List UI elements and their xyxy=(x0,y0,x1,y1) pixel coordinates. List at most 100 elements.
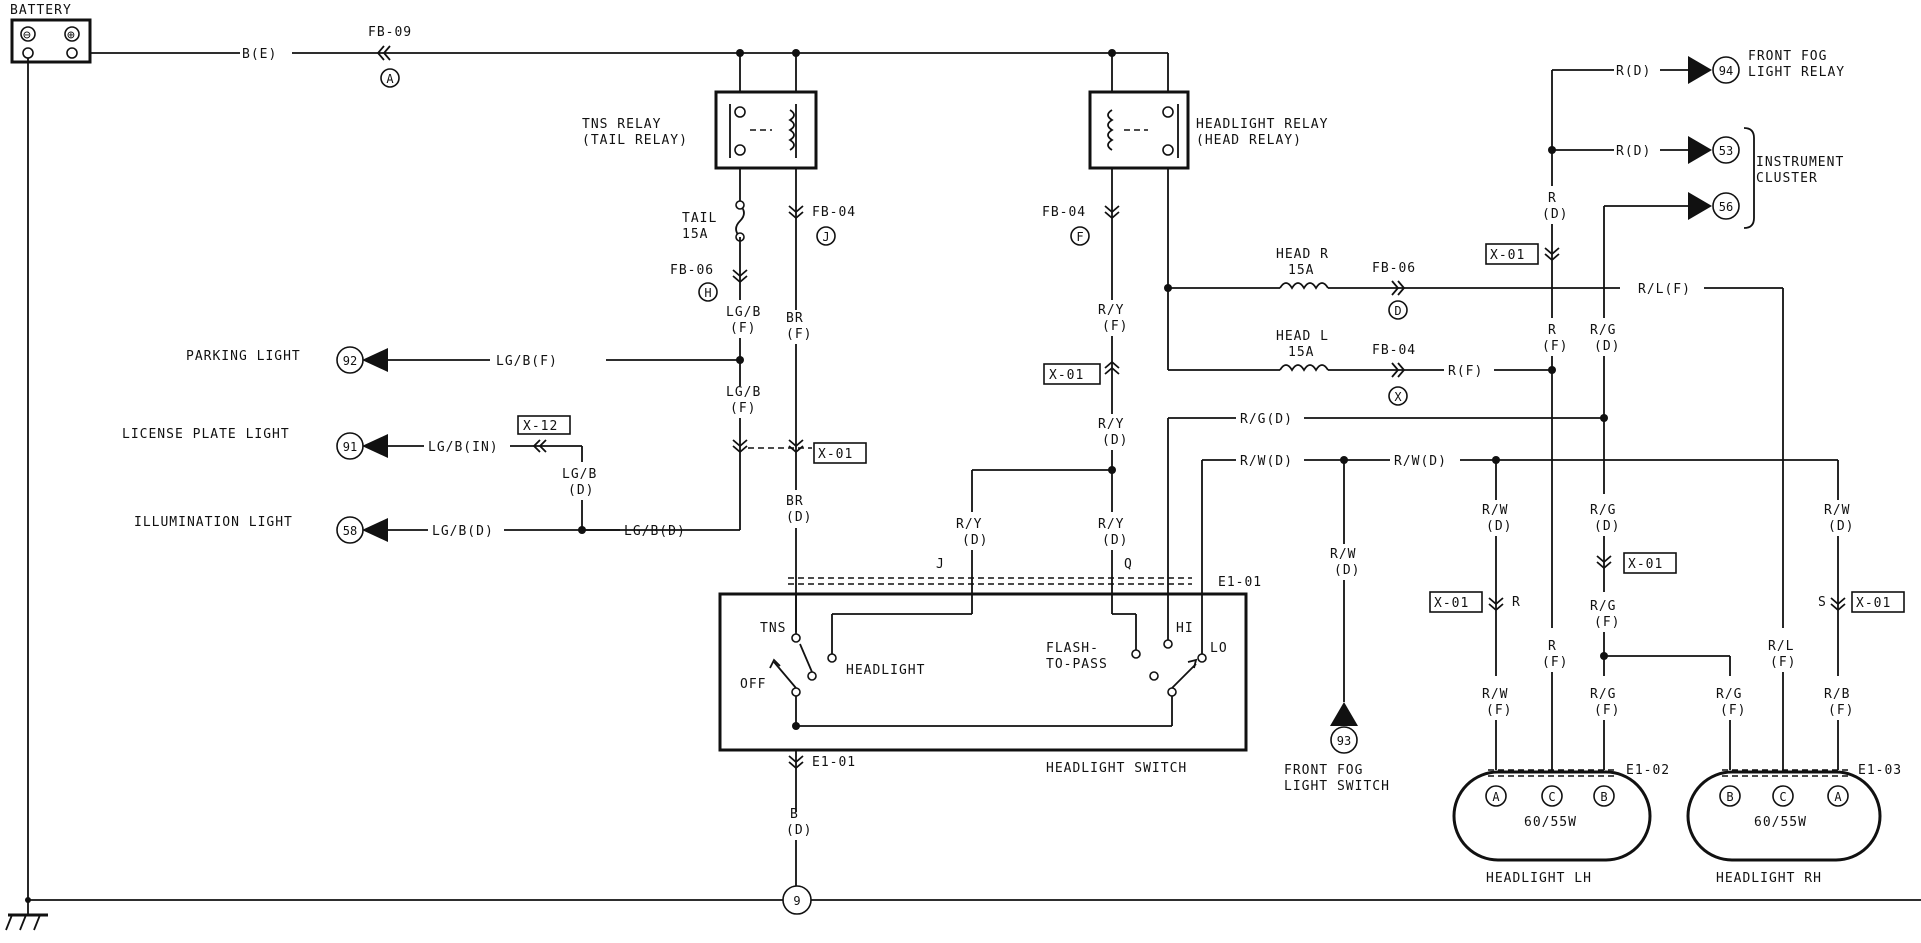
fog-relay-label-1: FRONT FOG xyxy=(1748,49,1827,64)
tail-fuse xyxy=(735,204,745,238)
wire-label-d-1: (D) xyxy=(786,510,812,525)
x01-label-5: X-01 xyxy=(1628,557,1663,572)
wire-label-rw-4: R/W xyxy=(1824,503,1850,518)
rh-pin-a: A xyxy=(1834,790,1842,804)
connector-fb04-j: FB-04 xyxy=(812,205,856,220)
connector-fb09: FB-09 xyxy=(368,25,412,40)
wire-label-rl: R/L xyxy=(1768,639,1794,654)
connector-fb04-x: FB-04 xyxy=(1372,343,1416,358)
wire-label-lgb-d-2: LG/B(D) xyxy=(624,524,686,539)
illumination-light-label: ILLUMINATION LIGHT xyxy=(134,515,293,530)
fog-relay-arrow-icon xyxy=(1688,56,1712,84)
fog-switch-label-1: FRONT FOG xyxy=(1284,763,1363,778)
lh-pin-a: A xyxy=(1492,790,1500,804)
x01-label-1: X-01 xyxy=(818,447,853,462)
conn-a-icon: A xyxy=(386,72,394,86)
parking-light-label: PARKING LIGHT xyxy=(186,349,301,364)
fog-switch-arrow-icon xyxy=(1330,702,1358,726)
wire-label-f-3: (F) xyxy=(786,327,812,342)
wire-label-r-f-1: R(F) xyxy=(1448,364,1483,379)
headlight-relay xyxy=(1088,90,1190,170)
x01-box-6 xyxy=(1851,591,1905,613)
switch-off: OFF xyxy=(740,677,766,692)
fog-switch-number: 93 xyxy=(1337,734,1351,748)
switch-flash-1: FLASH- xyxy=(1046,641,1099,656)
x01-label-4: X-01 xyxy=(1434,596,1469,611)
wire-label-d-4: (D) xyxy=(962,533,988,548)
head-r-label: HEAD R xyxy=(1276,247,1329,262)
wire-label-rl-f: R/L(F) xyxy=(1638,282,1691,297)
connector-e101-bottom: E1-01 xyxy=(812,755,856,770)
wire-label-f-9: (F) xyxy=(1594,703,1620,718)
wire-label-f-12: (F) xyxy=(1828,703,1854,718)
x01-box-4 xyxy=(1429,591,1483,613)
connector-e102: E1-02 xyxy=(1626,763,1670,778)
lh-pin-b: B xyxy=(1600,790,1607,804)
wire-label-d-5: (D) xyxy=(1102,533,1128,548)
wire-label-rg-3: R/G xyxy=(1590,599,1616,614)
headlight-rh xyxy=(1686,770,1882,862)
battery-neg-icon: ⊖ xyxy=(23,28,32,43)
headlight-relay-label: HEADLIGHT RELAY xyxy=(1196,117,1328,132)
wire-label-lgb-f: LG/B(F) xyxy=(496,354,558,369)
headlight-lh-label: HEADLIGHT LH xyxy=(1486,871,1592,886)
wire-label-f-10: (F) xyxy=(1720,703,1746,718)
battery-box xyxy=(10,18,92,64)
headlight-lh xyxy=(1452,770,1652,862)
wire-label-f-7: (F) xyxy=(1486,703,1512,718)
illumination-light-number: 58 xyxy=(343,524,357,538)
lh-pin-c: C xyxy=(1548,790,1555,804)
ground-point-number: 9 xyxy=(793,894,800,908)
x01-label-3: X-01 xyxy=(1490,248,1525,263)
battery-pos-icon: ⊕ xyxy=(67,28,76,43)
cluster-arrow-icon-2 xyxy=(1688,192,1712,220)
wire-label-ry-3: R/Y xyxy=(956,517,982,532)
wire-label-lgb-in: LG/B(IN) xyxy=(428,440,499,455)
cluster-arrow-icon-1 xyxy=(1688,136,1712,164)
battery-label: BATTERY xyxy=(10,3,72,18)
lh-watt: 60/55W xyxy=(1524,815,1577,830)
license-light-number: 91 xyxy=(343,440,357,454)
wire-label-s: S xyxy=(1818,595,1827,610)
tail-fuse-amp: 15A xyxy=(682,227,708,242)
x01-box-3 xyxy=(1485,243,1539,265)
x12-label: X-12 xyxy=(523,419,558,434)
conn-f-icon: F xyxy=(1076,230,1083,244)
wire-label-rw-2: R/W xyxy=(1482,503,1508,518)
head-l-label: HEAD L xyxy=(1276,329,1329,344)
headlight-relay-sublabel: (HEAD RELAY) xyxy=(1196,133,1302,148)
connector-fb06-h: FB-06 xyxy=(670,263,714,278)
switch-lo: LO xyxy=(1210,641,1228,656)
x01-box-5 xyxy=(1623,552,1677,574)
wire-label-f-1: (F) xyxy=(730,321,756,336)
wire-label-d-3: (D) xyxy=(1102,433,1128,448)
connector-e101-top: E1-01 xyxy=(1218,575,1262,590)
conn-j-icon: J xyxy=(822,230,829,244)
rh-watt: 60/55W xyxy=(1754,815,1807,830)
cluster-number-1: 53 xyxy=(1719,144,1733,158)
x01-label-6: X-01 xyxy=(1856,596,1891,611)
wire-label-b-e: B(E) xyxy=(242,47,277,62)
switch-tns: TNS xyxy=(760,621,786,636)
wire-label-r-3: R xyxy=(1548,639,1557,654)
wire-label-r-d-1: R(D) xyxy=(1616,64,1651,79)
wire-label-d-10: (D) xyxy=(1594,519,1620,534)
x12-box xyxy=(517,415,571,435)
wire-label-d-11: (D) xyxy=(1828,519,1854,534)
parking-arrow-icon xyxy=(362,348,388,372)
wire-label-r-2: R xyxy=(1548,323,1557,338)
rh-pin-b: B xyxy=(1726,790,1733,804)
wire-label-rg-5: R/G xyxy=(1716,687,1742,702)
wire-label-rg-1: R/G xyxy=(1590,323,1616,338)
wire-label-rg-d: R/G(D) xyxy=(1240,412,1293,427)
wire-label-f-4: (F) xyxy=(1102,319,1128,334)
pin-q: Q xyxy=(1124,557,1133,572)
x01-label-2: X-01 xyxy=(1049,368,1084,383)
wire-label-f-2: (F) xyxy=(730,401,756,416)
switch-hi: HI xyxy=(1176,621,1194,636)
tns-relay-sublabel: (TAIL RELAY) xyxy=(582,133,688,148)
wire-label-f-6: (F) xyxy=(1542,655,1568,670)
cluster-label-2: CLUSTER xyxy=(1756,171,1818,186)
head-r-fuse xyxy=(1279,282,1329,290)
